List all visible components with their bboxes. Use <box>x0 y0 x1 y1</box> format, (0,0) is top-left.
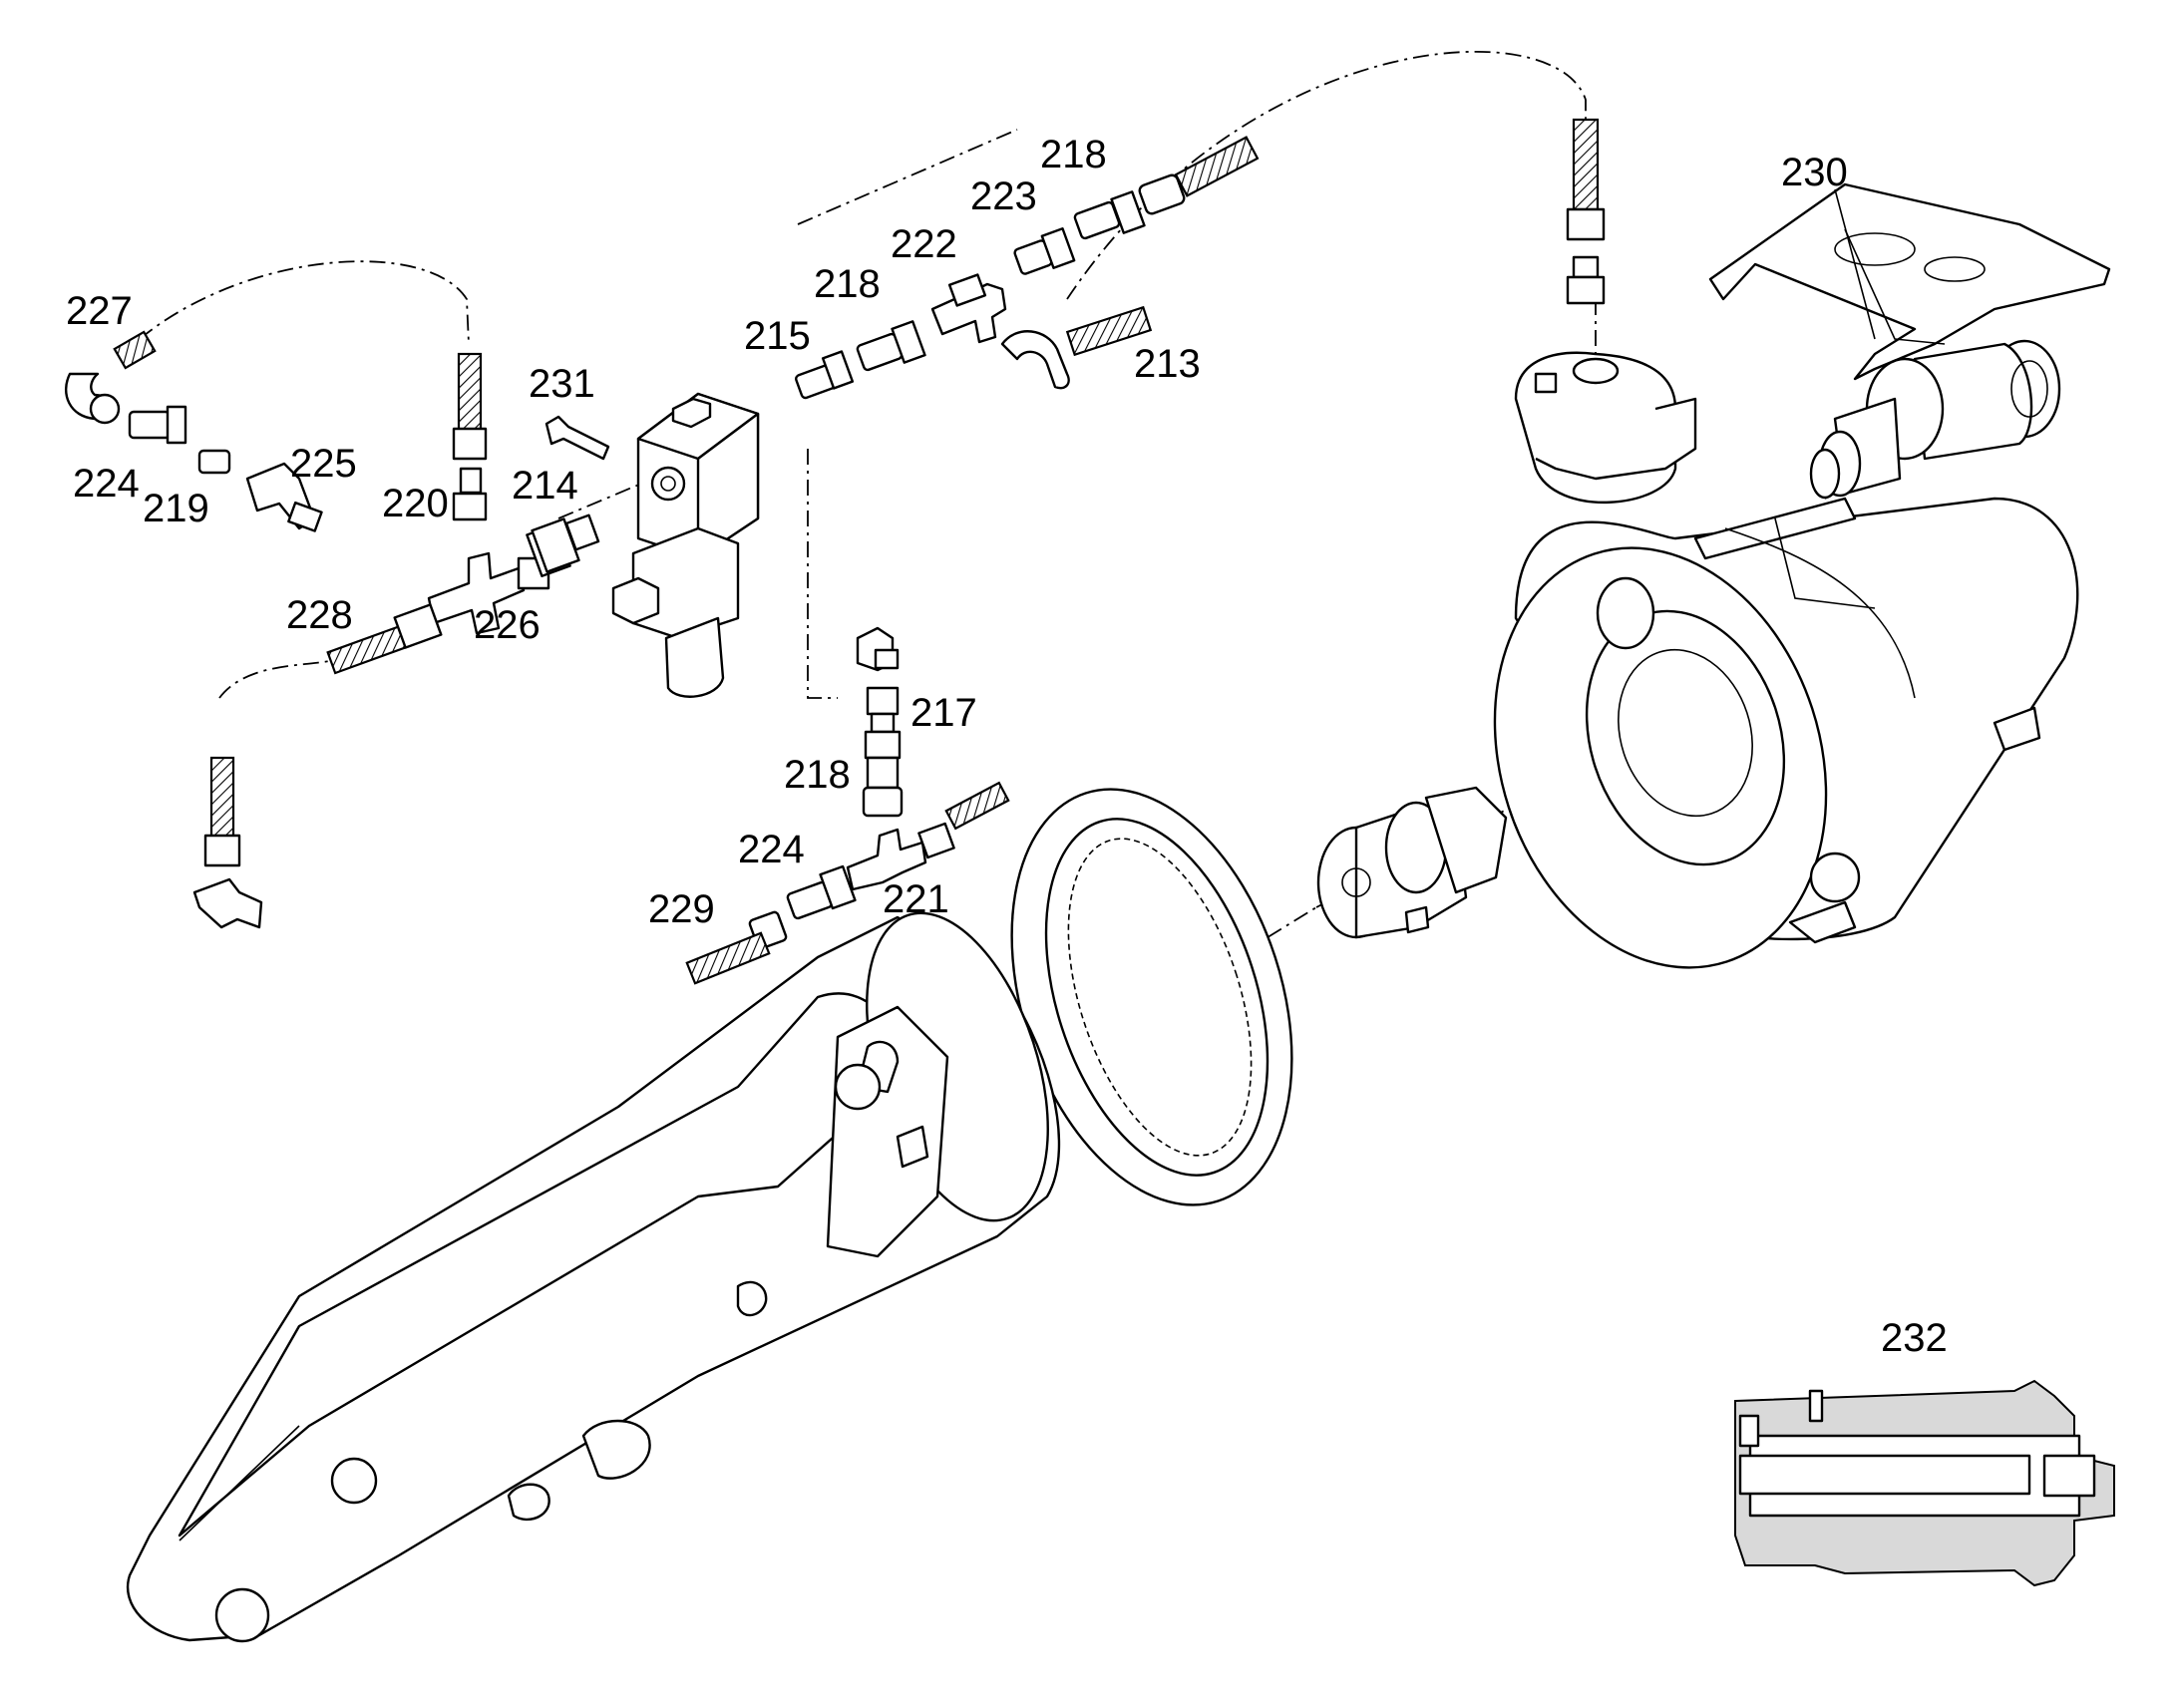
callout-217: 217 <box>910 691 977 735</box>
fitting-223 <box>1013 227 1076 275</box>
tee-222 <box>930 273 1007 344</box>
callout-225: 225 <box>290 442 357 486</box>
callout-227: 227 <box>66 289 133 333</box>
fitting-218-upper <box>856 320 926 372</box>
callout-218-c: 218 <box>784 753 851 797</box>
hose-213 <box>1000 305 1153 390</box>
fitting-217 <box>856 626 902 760</box>
callout-230: 230 <box>1781 151 1848 194</box>
fitting-218-lower <box>862 756 904 818</box>
axle-arm <box>127 911 1061 1643</box>
callout-232: 232 <box>1881 1316 1948 1360</box>
callout-222: 222 <box>891 222 957 266</box>
callout-220: 220 <box>382 482 449 525</box>
callout-231: 231 <box>529 362 595 406</box>
callout-226: 226 <box>474 603 541 647</box>
callout-229: 229 <box>648 887 715 931</box>
callout-213: 213 <box>1134 342 1201 386</box>
planetary-carrier <box>1316 786 1508 939</box>
callout-215: 215 <box>744 314 811 358</box>
callout-218-b: 218 <box>1040 133 1107 176</box>
callout-labels: 227 224 219 225 220 214 231 228 226 215 … <box>66 133 1948 1360</box>
hose-229 <box>685 910 788 985</box>
callout-214: 214 <box>512 464 578 508</box>
callout-224-left: 224 <box>73 462 140 506</box>
hydraulic-motor <box>1809 339 2061 500</box>
callout-221: 221 <box>883 877 949 921</box>
callout-224-lower: 224 <box>738 828 805 871</box>
hose-228 <box>326 603 443 675</box>
hose-end-right <box>917 781 1010 859</box>
fitting-214 <box>531 513 600 573</box>
callout-218-a: 218 <box>814 262 881 306</box>
callout-219: 219 <box>143 487 209 530</box>
accumulator <box>1514 118 1697 505</box>
fitting-215 <box>795 350 855 400</box>
gear-housing <box>1493 497 2079 969</box>
fitting-218-top <box>1073 136 1260 240</box>
valve-block <box>611 392 760 698</box>
bracket-230 <box>1708 182 2111 381</box>
callout-223: 223 <box>970 174 1037 218</box>
left-hose-assembly <box>65 330 323 532</box>
ring-gear <box>1010 788 1293 1206</box>
bolt-231 <box>545 415 610 461</box>
section-view-232 <box>1734 1379 2115 1587</box>
lower-left-hose <box>192 756 263 929</box>
hose-fitting-220 <box>452 352 488 521</box>
callout-228: 228 <box>286 593 353 637</box>
fitting-224-lower <box>786 864 857 920</box>
